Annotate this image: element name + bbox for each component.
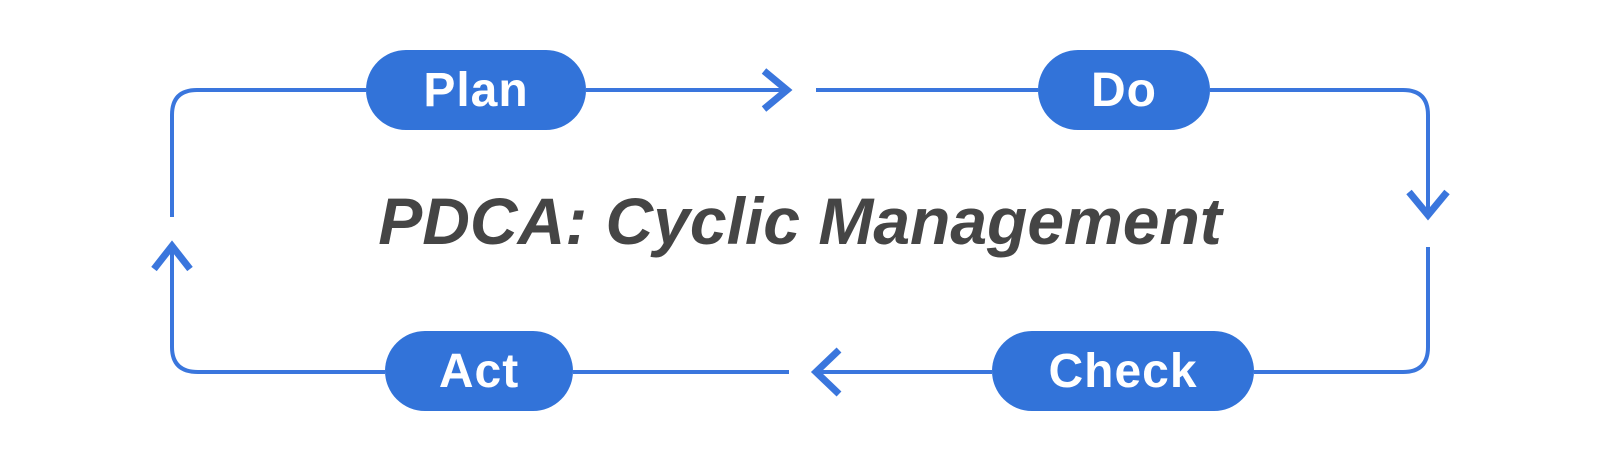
arrow-do-to-check-upper-segment (1210, 88, 1430, 215)
node-check: Check (992, 331, 1254, 411)
arrow-act-to-plan-lower-segment (170, 247, 385, 374)
arrowhead-right-icon (761, 68, 793, 112)
node-plan-label: Plan (423, 63, 529, 117)
arrowhead-up-icon (151, 240, 193, 272)
arrowhead-left-icon (810, 347, 842, 397)
node-check-label: Check (1048, 344, 1198, 398)
node-do-label: Do (1091, 63, 1157, 117)
diagram-title: PDCA: Cyclic Management (378, 184, 1222, 258)
node-plan: Plan (366, 50, 586, 130)
node-act: Act (385, 331, 573, 411)
arrowhead-down-icon (1406, 189, 1450, 221)
node-act-label: Act (438, 344, 520, 398)
arrow-do-to-check-lower-segment (1254, 247, 1430, 374)
node-do: Do (1038, 50, 1210, 130)
arrow-act-to-plan-upper-segment (170, 88, 366, 217)
